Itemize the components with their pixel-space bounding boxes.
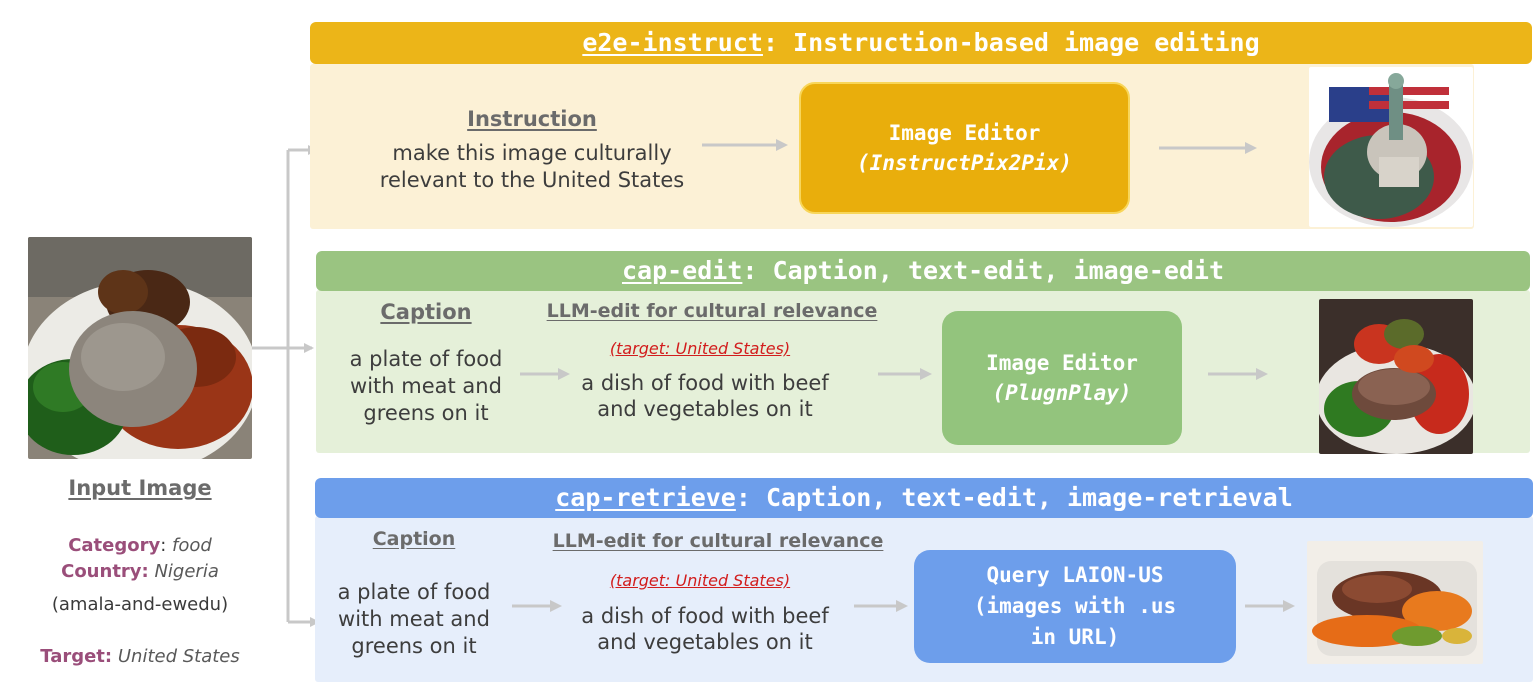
category-value: food bbox=[172, 535, 212, 556]
capretrieve-banner: cap-retrieve: Caption, text-edit, image-… bbox=[315, 478, 1533, 518]
caption-line-3: greens on it bbox=[351, 634, 477, 658]
edit-line-2: and vegetables on it bbox=[597, 630, 813, 654]
arrow-right-icon bbox=[1245, 600, 1295, 612]
caption-label: Caption bbox=[380, 300, 472, 324]
arrow-right-icon bbox=[1208, 368, 1268, 380]
target-key: Target: bbox=[40, 646, 113, 667]
box-line-1: Query LAION-US bbox=[986, 563, 1164, 587]
sliced-pot-roast-photo bbox=[1307, 541, 1483, 664]
arrow-right-icon bbox=[702, 139, 788, 151]
input-title: Input Image bbox=[68, 476, 212, 500]
caption-label: Caption bbox=[372, 528, 456, 550]
beef-and-vegetables-plate-photo bbox=[1319, 299, 1473, 454]
box-subtitle: (InstructPix2Pix) bbox=[857, 151, 1072, 175]
box-title: Image Editor bbox=[986, 351, 1138, 375]
arrow-right-icon bbox=[878, 368, 932, 380]
capitol-statue-of-liberty-plate-photo bbox=[1309, 67, 1473, 227]
arrow-right-icon bbox=[1159, 142, 1257, 154]
amala-and-ewedu-plate-photo bbox=[28, 237, 252, 459]
arrow-right-icon bbox=[512, 600, 562, 612]
dish-name: (amala-and-ewedu) bbox=[51, 594, 229, 615]
capedit-banner: cap-edit: Caption, text-edit, image-edit bbox=[316, 251, 1530, 291]
capedit-output-image bbox=[1319, 299, 1473, 454]
image-editor-instructpix2pix-box: Image Editor (InstructPix2Pix) bbox=[799, 82, 1130, 214]
llm-edit-label: LLM-edit for cultural relevance bbox=[546, 300, 878, 322]
instruction-line-2: relevant to the United States bbox=[379, 168, 685, 192]
capedit-name: cap-edit bbox=[621, 256, 743, 285]
box-subtitle: (PlugnPlay) bbox=[992, 381, 1132, 405]
caption-line-2: with meat and bbox=[350, 374, 502, 398]
edit-line-1: a dish of food with beef bbox=[581, 604, 829, 628]
instruction-label: Instruction bbox=[467, 107, 597, 131]
edit-line-2: and vegetables on it bbox=[597, 397, 813, 421]
category-key: Category bbox=[68, 535, 161, 556]
box-line-3: in URL) bbox=[1030, 625, 1120, 649]
caption-line-3: greens on it bbox=[363, 401, 489, 425]
edit-line-1: a dish of food with beef bbox=[581, 371, 829, 395]
caption-line-2: with meat and bbox=[338, 607, 490, 631]
target-line: Target: United States bbox=[10, 646, 270, 667]
e2e-desc: : Instruction-based image editing bbox=[762, 28, 1260, 57]
arrow-right-icon bbox=[520, 368, 570, 380]
input-image bbox=[28, 237, 252, 459]
caption-line-1: a plate of food bbox=[349, 347, 503, 371]
e2e-output-image bbox=[1309, 67, 1473, 227]
box-line-2: (images with .us bbox=[973, 594, 1177, 618]
capretrieve-name: cap-retrieve bbox=[555, 483, 736, 512]
arrow-right-icon bbox=[854, 600, 908, 612]
instruction-line-1: make this image culturally bbox=[392, 141, 672, 165]
llm-edit-label: LLM-edit for cultural relevance bbox=[552, 530, 884, 552]
capretrieve-output-image bbox=[1307, 541, 1483, 664]
target-value: United States bbox=[117, 646, 240, 667]
country-value: Nigeria bbox=[154, 561, 219, 582]
category-line: Category: food bbox=[68, 535, 212, 556]
country-line: Country: Nigeria bbox=[10, 561, 270, 582]
target-tag: (target: United States) bbox=[609, 339, 791, 358]
capretrieve-desc: : Caption, text-edit, image-retrieval bbox=[735, 483, 1293, 512]
box-title: Image Editor bbox=[888, 121, 1041, 145]
caption-line-1: a plate of food bbox=[337, 580, 491, 604]
image-editor-plugnplay-box: Image Editor (PlugnPlay) bbox=[942, 311, 1182, 445]
country-key: Country: bbox=[61, 561, 149, 582]
target-tag: (target: United States) bbox=[609, 571, 791, 590]
query-laion-us-box: Query LAION-US (images with .us in URL) bbox=[914, 550, 1236, 663]
e2e-banner: e2e-instruct: Instruction-based image ed… bbox=[310, 22, 1532, 64]
e2e-name: e2e-instruct bbox=[582, 28, 763, 57]
capedit-desc: : Caption, text-edit, image-edit bbox=[742, 256, 1225, 285]
